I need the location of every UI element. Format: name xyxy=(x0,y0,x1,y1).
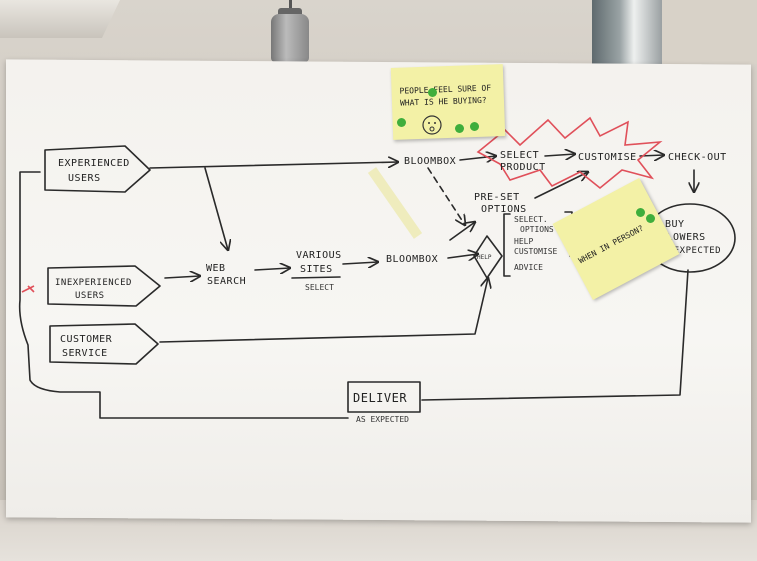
arrow-search-sites xyxy=(254,268,290,270)
customise-label: CUSTOMISE xyxy=(578,152,637,163)
various-sites-label-1: VARIOUS xyxy=(296,250,342,261)
help-list-item-2: OPTIONS xyxy=(520,225,554,234)
inexperienced-users-label-2: USERS xyxy=(75,291,105,301)
help-list-bracket xyxy=(503,213,511,277)
green-dot xyxy=(646,214,655,223)
green-dot xyxy=(397,118,406,127)
deliver-caption: AS EXPECTED xyxy=(356,415,409,424)
web-search-label-1: WEB xyxy=(206,263,226,274)
help-label: HELP xyxy=(477,254,492,261)
arrow-to-preset xyxy=(449,222,475,241)
experienced-users-label-2: USERS xyxy=(68,173,101,184)
arrow-bloombox-help xyxy=(447,254,478,258)
arrow-dashed xyxy=(427,167,465,225)
deliver-label: DELIVER xyxy=(353,391,407,405)
green-dot xyxy=(636,208,645,217)
customer-service-label-1: CUSTOMER xyxy=(60,334,113,345)
loop-line xyxy=(18,171,349,419)
line-buy-deliver xyxy=(421,269,689,401)
various-sites-label-2: SITES xyxy=(300,264,333,275)
inexperienced-users-shape xyxy=(47,265,161,307)
select-label: SELECT xyxy=(305,283,334,292)
green-dot xyxy=(470,122,479,131)
help-list-item-4: CUSTOMISE xyxy=(514,247,558,256)
inexperienced-users-label-1: INEXPERIENCED xyxy=(55,278,132,288)
experienced-users-shape xyxy=(44,145,151,193)
help-list-item-3: HELP xyxy=(514,237,533,246)
sticky-top-line-2: WHAT IS HE BUYING? xyxy=(399,95,487,108)
customer-service-shape xyxy=(49,323,159,365)
sticky-note-top: PEOPLE FEEL SURE OF WHAT IS HE BUYING? xyxy=(390,64,506,140)
bloombox-mid-label: BLOOMBOX xyxy=(386,254,438,265)
faded-sticky-strip xyxy=(367,167,423,239)
arrow-sites-bloombox xyxy=(342,262,378,264)
arrow-bloombox-select xyxy=(459,156,496,160)
green-dot xyxy=(455,124,464,133)
pre-set-label-2: OPTIONS xyxy=(481,204,527,215)
ceiling-shelf xyxy=(0,0,120,38)
bloombox-top-label: BLOOMBOX xyxy=(404,156,456,167)
arrow-inexp-websearch xyxy=(164,276,200,278)
arrow-exp-websearch xyxy=(204,167,228,250)
smiley-icon xyxy=(422,115,442,135)
window xyxy=(592,0,662,64)
select-product-label-2: PRODUCT xyxy=(500,162,546,173)
checkout-label: CHECK-OUT xyxy=(668,152,727,163)
buy-flowers-label-2: FLOWERS xyxy=(660,232,706,243)
pendant-lamp xyxy=(271,14,309,62)
arrow-preset-customise xyxy=(534,172,588,199)
wall xyxy=(662,0,757,64)
web-search-label-2: SEARCH xyxy=(207,276,246,287)
buy-flowers-label-3: AS EXPECTED xyxy=(656,246,721,256)
red-mark xyxy=(21,285,35,293)
deliver-box xyxy=(347,381,421,413)
arrow-exp-bloombox xyxy=(149,162,398,169)
arrow-select-customise xyxy=(544,154,575,156)
experienced-users-label-1: EXPERIENCED xyxy=(58,158,130,169)
sticky-right-line-1: WHEN IN PERSON? xyxy=(577,223,646,266)
highlight-burst xyxy=(476,116,663,190)
help-list-item-1: SELECT. xyxy=(514,215,548,224)
customer-service-label-2: SERVICE xyxy=(62,348,108,359)
buy-flowers-label-1: BUY xyxy=(665,219,685,230)
help-diamond xyxy=(473,235,503,279)
arrow-cs-help xyxy=(159,278,488,343)
sites-underline xyxy=(291,276,341,279)
pre-set-label-1: PRE-SET xyxy=(474,192,520,203)
green-dot xyxy=(428,88,437,97)
select-product-label-1: SELECT xyxy=(500,150,539,161)
help-list-item-5: ADVICE xyxy=(514,263,543,272)
